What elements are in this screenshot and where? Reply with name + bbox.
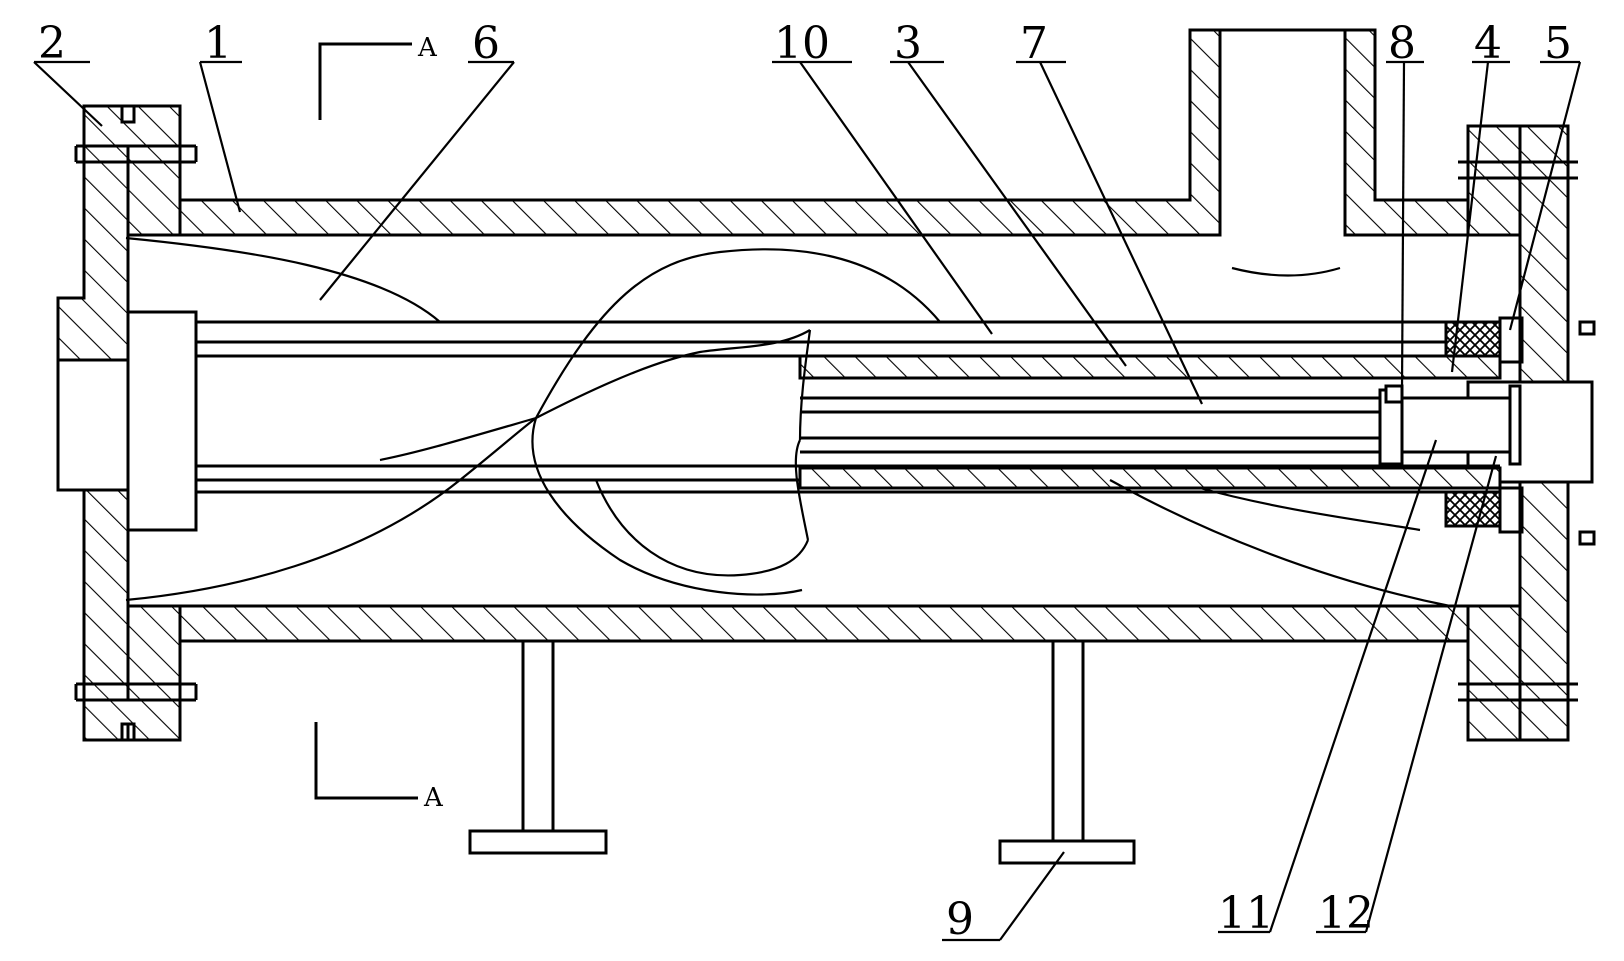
leader-lines xyxy=(33,60,1582,942)
label-8: 8 xyxy=(1388,18,1416,69)
label-5: 5 xyxy=(1544,18,1572,69)
label-6: 6 xyxy=(472,18,500,69)
label-3: 3 xyxy=(894,18,922,69)
section-marker-top: A xyxy=(318,33,438,120)
spiral-vane xyxy=(125,236,1451,608)
label-10: 10 xyxy=(774,18,830,69)
label-4: 4 xyxy=(1474,18,1502,69)
part-labels: 2 1 6 10 3 7 8 4 5 9 11 12 xyxy=(38,18,1572,945)
section-marker-bottom: A xyxy=(314,722,444,813)
shell-body xyxy=(124,28,1522,663)
label-12: 12 xyxy=(1318,888,1374,939)
section-label-bottom: A xyxy=(423,783,444,813)
label-11: 11 xyxy=(1218,888,1274,939)
seal-rings xyxy=(1444,316,1524,534)
label-2: 2 xyxy=(38,18,66,69)
section-label-top: A xyxy=(417,33,438,63)
left-flange xyxy=(56,104,198,742)
inner-tube xyxy=(196,320,1522,494)
label-1: 1 xyxy=(204,18,232,69)
support-legs xyxy=(468,639,1136,865)
label-7: 7 xyxy=(1020,18,1048,69)
label-9: 9 xyxy=(946,894,974,945)
